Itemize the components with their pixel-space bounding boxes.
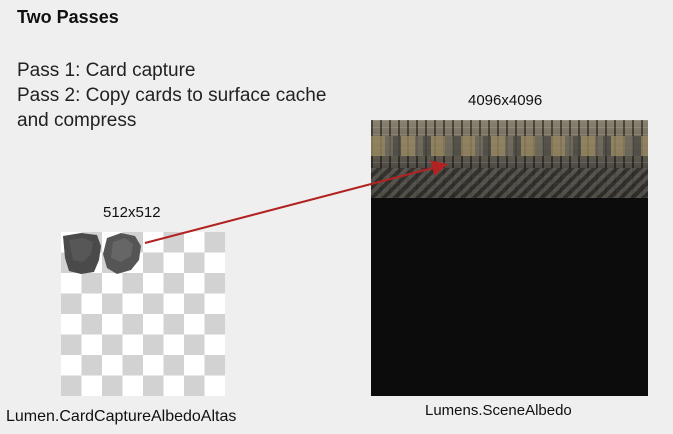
captured-rock-cards [63,233,141,274]
copy-arrow-line [144,160,448,244]
pass-2-text: Pass 2: Copy cards to surface cache [17,85,327,106]
scene-albedo-atlas [371,120,648,396]
large-texture-size-label: 4096x4096 [468,92,543,109]
pass-list: Pass 1: Card capture Pass 2: Copy cards … [17,58,326,133]
small-texture-size-label: 512x512 [103,204,161,221]
pass-1-text: Pass 1: Card capture [17,60,196,81]
slide-title: Two Passes [17,7,119,27]
small-texture-caption: Lumen.CardCaptureAlbedoAltas [6,408,237,425]
large-texture-caption: Lumens.SceneAlbedo [425,402,572,419]
atlas-tile-row [371,136,648,156]
pass-2-text-continued: and compress [17,110,137,131]
card-capture-texture [61,232,225,396]
